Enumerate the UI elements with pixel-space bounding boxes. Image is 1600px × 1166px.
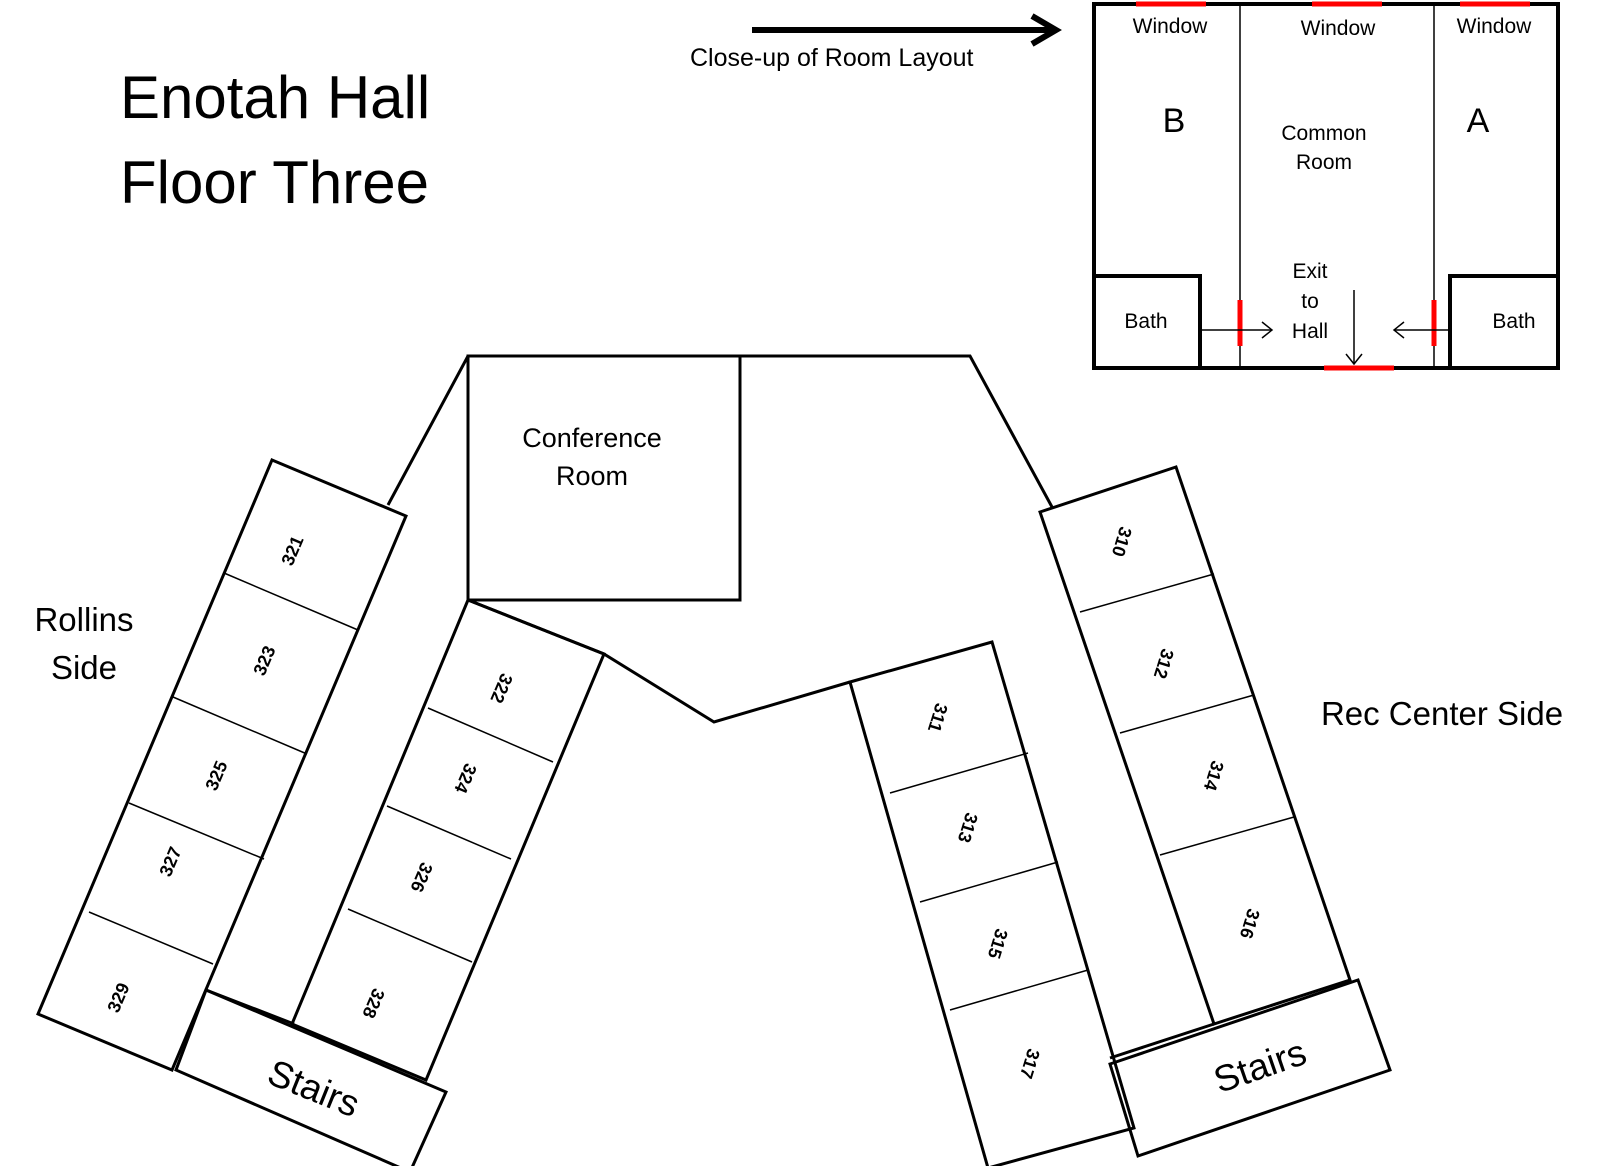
stairs-right-link — [1109, 1022, 1215, 1060]
room-number: 324 — [450, 761, 480, 796]
room-divider — [386, 805, 512, 860]
room-divider — [889, 752, 1029, 794]
room-number: 325 — [201, 758, 231, 793]
conference-label-2: Room — [556, 461, 628, 491]
room-number: 312 — [1150, 646, 1178, 681]
room-divider — [1079, 573, 1215, 613]
conference-room — [466, 354, 742, 602]
room-divider — [1119, 694, 1255, 734]
arrow-right-head — [1261, 321, 1274, 339]
exit-label-1: Exit — [1292, 260, 1327, 283]
room-divider — [347, 908, 473, 963]
room-number: 316 — [1236, 906, 1264, 941]
room-number: 314 — [1200, 758, 1228, 793]
title-line-2: Floor Three — [120, 149, 429, 216]
room-number: 313 — [954, 810, 982, 845]
room-number: 323 — [249, 643, 279, 678]
room-divider — [1159, 816, 1295, 856]
stairs-left — [174, 988, 448, 1166]
room-divider — [88, 911, 214, 965]
bath-right — [1448, 274, 1558, 368]
hall-bottom-outline — [467, 598, 851, 724]
room-number: 327 — [155, 844, 185, 879]
bath-label-left: Bath — [1124, 310, 1167, 333]
wing-rec-outer — [1038, 465, 1352, 1026]
room-number: 310 — [1108, 524, 1136, 559]
exit-label-3: Hall — [1292, 320, 1328, 343]
hall-top-outline — [386, 354, 1054, 508]
closeup-caption: Close-up of Room Layout — [690, 44, 974, 72]
room-number: 311 — [924, 701, 952, 735]
stairs-left-link — [205, 988, 295, 1026]
bedroom-b-label: B — [1163, 102, 1186, 140]
stairs-right-label: Stairs — [1209, 1031, 1312, 1101]
room-divider — [223, 572, 359, 631]
title-line-1: Enotah Hall — [120, 64, 430, 131]
closeup-arrow-head — [1030, 13, 1062, 47]
common-room-label-2: Room — [1296, 151, 1352, 174]
wing-rec-inner — [848, 640, 1136, 1166]
room-divider — [172, 696, 308, 755]
wing-rollins-outer — [36, 458, 408, 1072]
window-label-b: Window — [1133, 15, 1209, 38]
room-divider — [427, 707, 554, 763]
rollins-side-label-2: Side — [51, 649, 117, 686]
exit-label-2: to — [1301, 290, 1319, 313]
arrow-down-head — [1345, 353, 1363, 366]
wing-rollins-inner — [290, 598, 606, 1082]
room-number: 317 — [1016, 1046, 1044, 1081]
room-number: 326 — [406, 860, 436, 895]
rollins-side-label-1: Rollins — [34, 601, 133, 638]
arrow-left-head — [1392, 321, 1405, 339]
room-number: 315 — [984, 926, 1012, 961]
room-divider — [128, 802, 265, 860]
bath-left — [1094, 274, 1202, 368]
rec-center-side-label: Rec Center Side — [1321, 695, 1563, 732]
stairs-right — [1108, 978, 1392, 1158]
window-label-common: Window — [1301, 17, 1377, 40]
room-number: 328 — [358, 986, 388, 1021]
room-layout-closeup: Window Window Window B A Common Room Exi… — [1092, 1, 1560, 371]
room-number: 329 — [103, 980, 133, 1015]
window-label-a: Window — [1457, 15, 1533, 38]
room-divider — [919, 861, 1059, 903]
common-room-label-1: Common — [1281, 122, 1366, 145]
bath-label-right: Bath — [1492, 310, 1535, 333]
bedroom-a-label: A — [1467, 102, 1490, 140]
conference-label-1: Conference — [522, 423, 662, 453]
room-number: 321 — [277, 533, 307, 568]
room-divider — [949, 969, 1089, 1011]
room-number: 322 — [486, 671, 516, 706]
